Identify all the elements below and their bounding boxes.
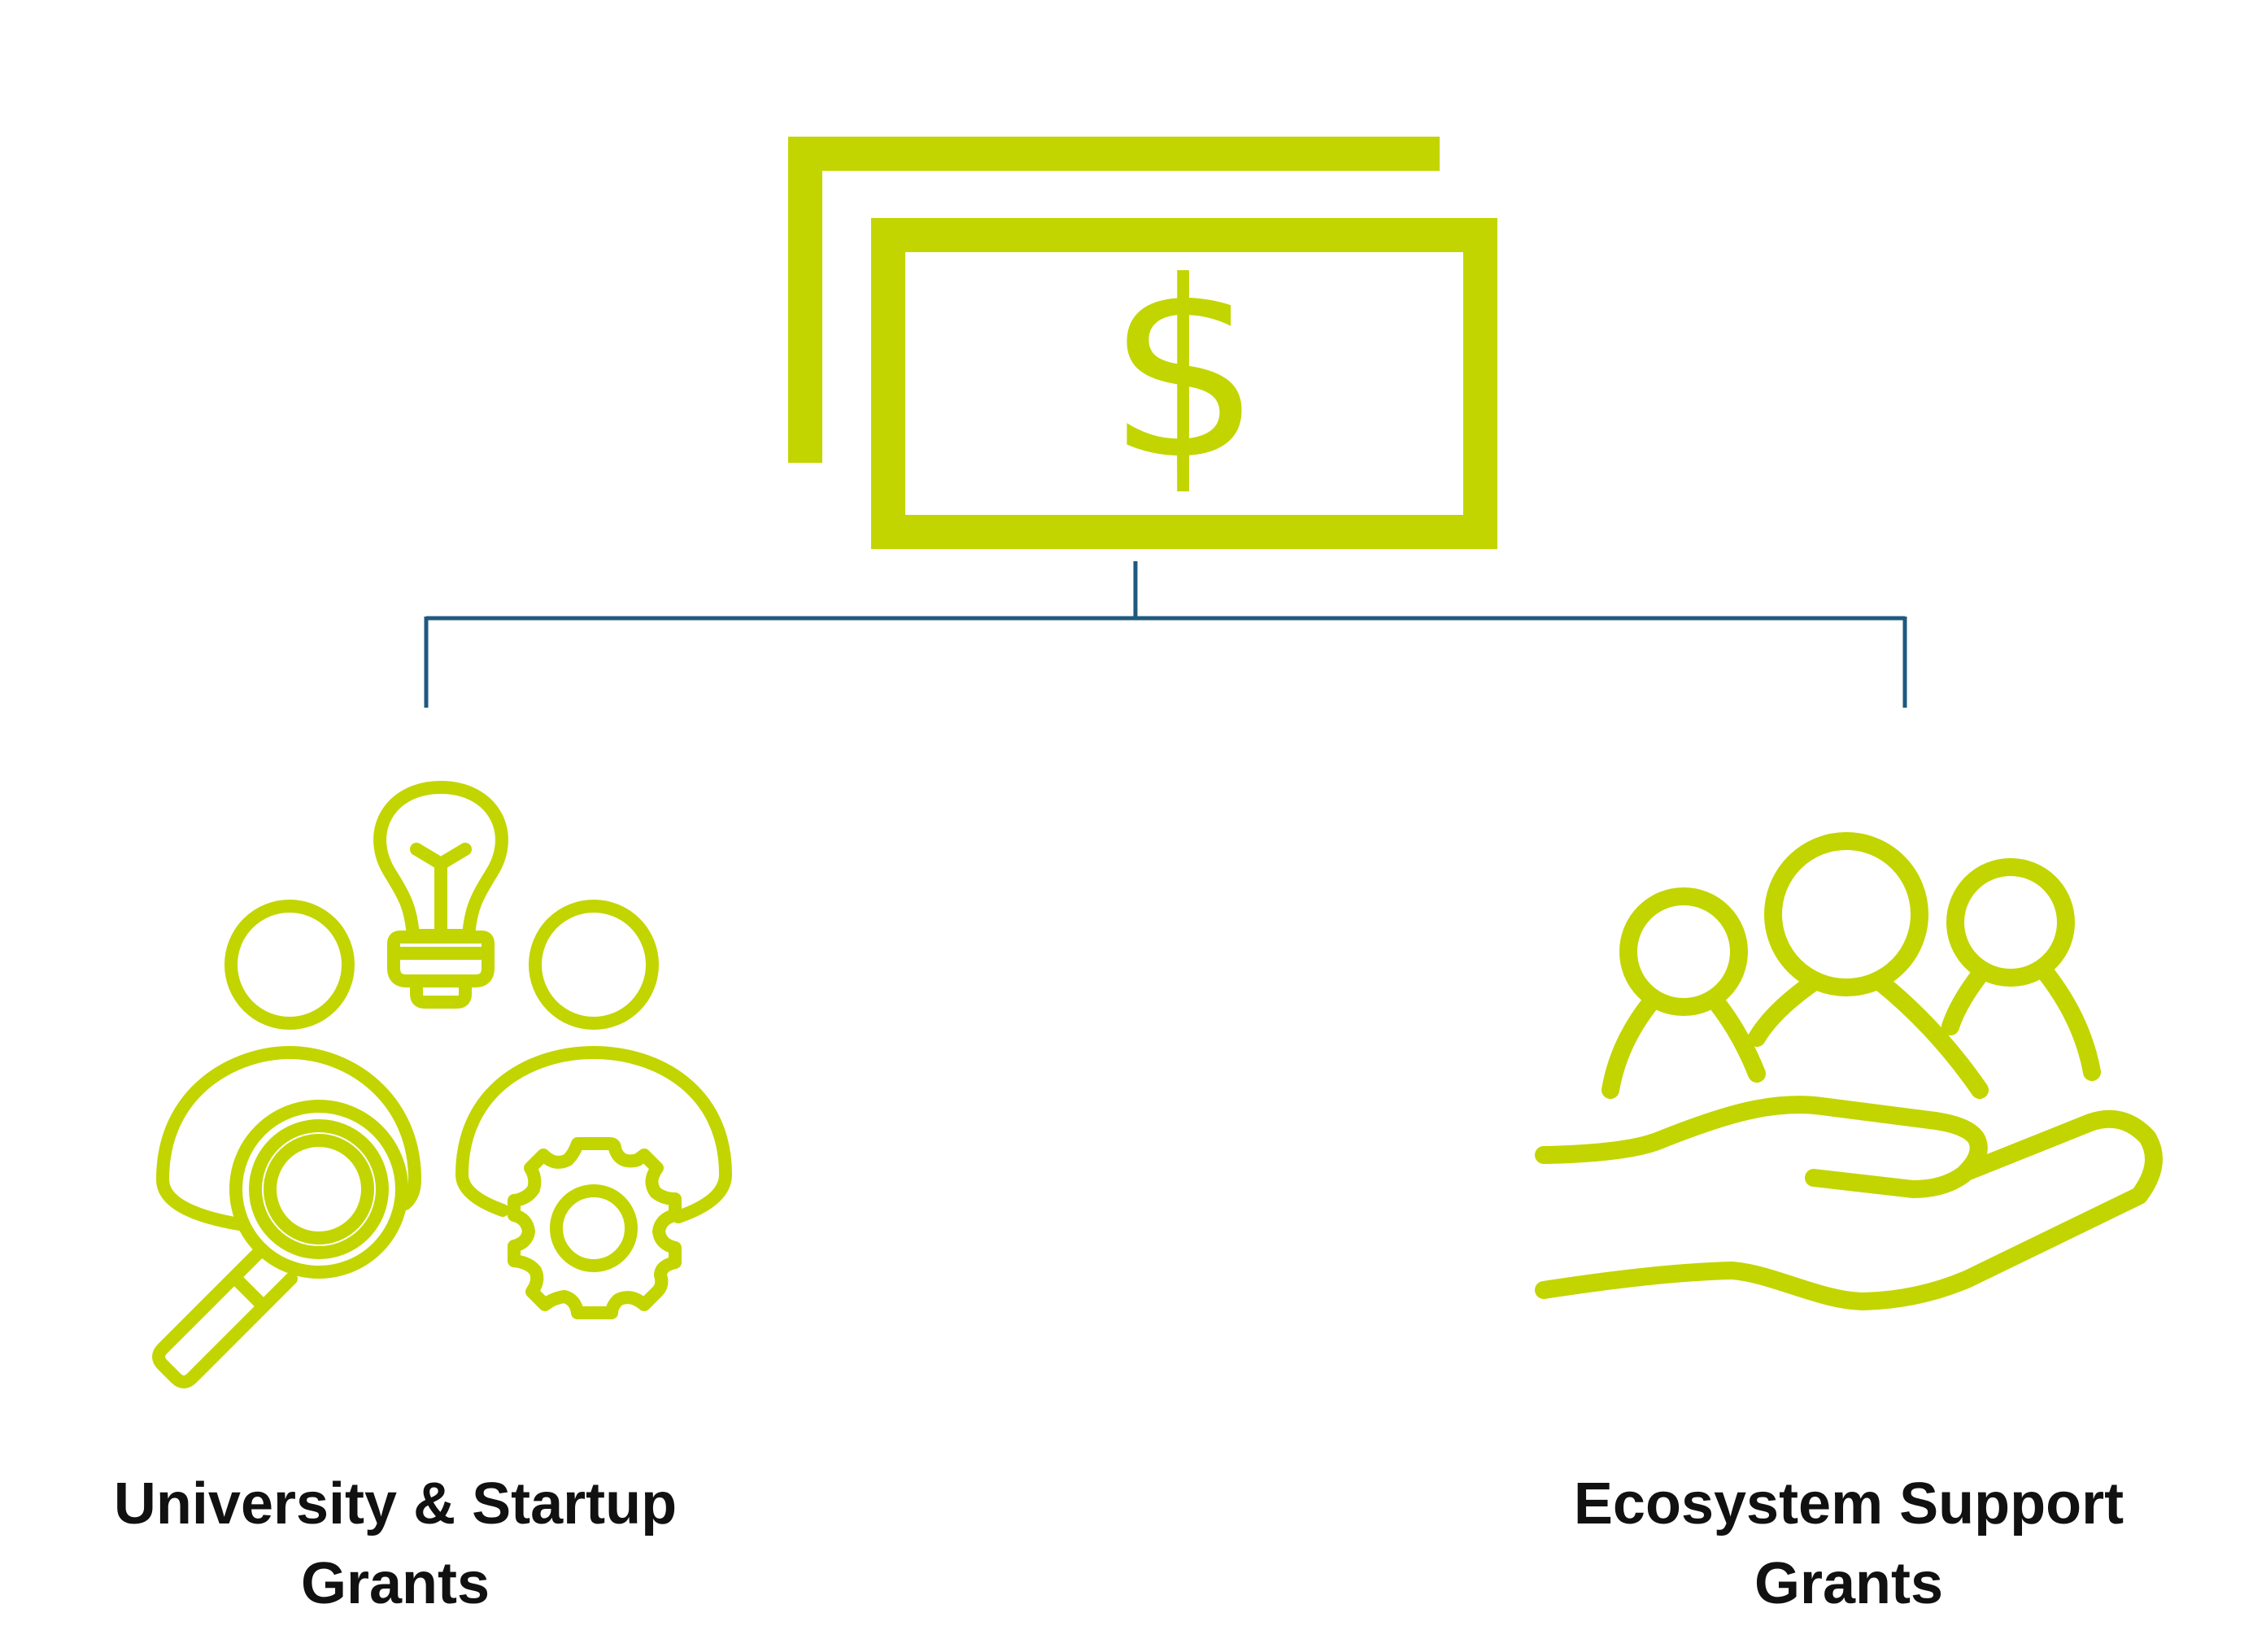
money-bills-dollar-icon: $ bbox=[788, 137, 1497, 549]
people-idea-research-icon bbox=[152, 781, 732, 1388]
branch-label-line2: Grants bbox=[300, 1551, 490, 1616]
branch-label-line1: Ecosystem Support bbox=[1573, 1471, 2124, 1536]
gear-icon bbox=[508, 1137, 682, 1319]
dollar-sign: $ bbox=[1107, 229, 1262, 513]
people-group-icon bbox=[1601, 832, 2101, 1099]
person-left-icon bbox=[156, 900, 421, 1231]
lightbulb-icon bbox=[373, 781, 508, 1009]
branch-label-line2: Grants bbox=[1754, 1551, 1944, 1616]
connector-lines bbox=[424, 561, 1907, 708]
hand-icon bbox=[1535, 1096, 2163, 1310]
branch-label-line1: University & Startup bbox=[113, 1471, 678, 1536]
branch-label-university-startup: University & Startup Grants bbox=[0, 1464, 802, 1624]
magnifier-icon bbox=[152, 1100, 408, 1388]
branch-label-ecosystem-support: Ecosystem Support Grants bbox=[1442, 1464, 2255, 1624]
hand-holding-people-icon bbox=[1535, 832, 2163, 1310]
person-right-icon bbox=[455, 900, 732, 1223]
